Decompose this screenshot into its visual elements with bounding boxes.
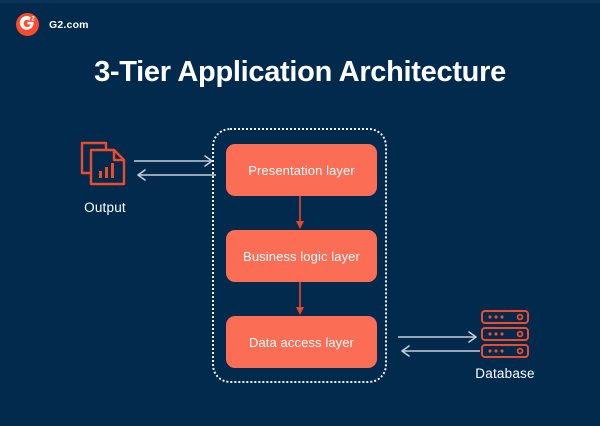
database-node: Database — [460, 308, 550, 381]
server-rack-icon — [460, 308, 550, 360]
brand-name-label: G2.com — [49, 18, 89, 31]
tier-container: Presentation layer Business logic layer … — [212, 128, 387, 383]
output-label: Output — [84, 200, 126, 215]
database-label: Database — [475, 366, 535, 381]
arrow-down-icon-1 — [294, 196, 306, 230]
page-title: 3-Tier Application Architecture — [94, 56, 506, 88]
brand-logo-group: 2 G2.com — [16, 13, 89, 36]
output-node: Output — [62, 138, 148, 215]
database-bidirectional-arrows — [398, 330, 480, 360]
top-edge-band — [0, 0, 600, 3]
svg-text:2: 2 — [31, 17, 35, 23]
tier-box-data-access[interactable]: Data access layer — [226, 316, 377, 368]
g2-logo-icon: 2 — [16, 13, 39, 36]
tier-box-presentation[interactable]: Presentation layer — [226, 144, 377, 196]
documents-bar-chart-icon — [62, 138, 148, 194]
arrow-down-icon-2 — [294, 282, 306, 316]
output-bidirectional-arrows — [134, 154, 216, 184]
tier-box-business-logic[interactable]: Business logic layer — [226, 230, 377, 282]
